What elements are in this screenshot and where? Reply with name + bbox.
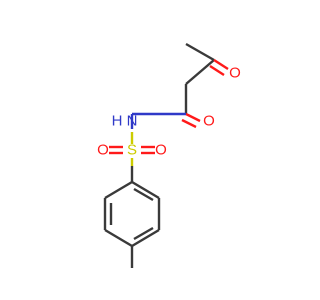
molecule-diagram: O O N H S O O <box>97 42 241 268</box>
bond-ketone-double-b <box>209 64 225 77</box>
sulfonyl-oxygen-right-label: O <box>155 142 167 159</box>
ring-bond-bottom-left <box>104 228 133 248</box>
ring-bond-top-left <box>104 180 133 200</box>
ring-bond-top-right <box>131 180 160 200</box>
structure-drawing: O O N H S O O <box>97 42 241 268</box>
ring-bond-bottom-right <box>131 228 160 248</box>
ring-inner-double-top <box>133 187 154 202</box>
bond-ketone-double-a <box>213 58 229 71</box>
ketone-oxygen-label: O <box>229 65 241 82</box>
bond-amide-double-b <box>181 118 197 129</box>
sulfur-label: S <box>127 142 137 159</box>
bond-methyl-ketone <box>185 42 215 62</box>
sulfonyl-oxygen-left-label: O <box>97 142 109 159</box>
ring-inner-double-bottom <box>133 226 154 241</box>
bond-amide-double-a <box>185 112 201 123</box>
amide-oxygen-label: O <box>203 113 215 130</box>
hydrogen-label: H <box>112 113 123 130</box>
nitrogen-label: N <box>127 113 138 130</box>
bond-ketone-carbon-ch2 <box>185 59 215 85</box>
